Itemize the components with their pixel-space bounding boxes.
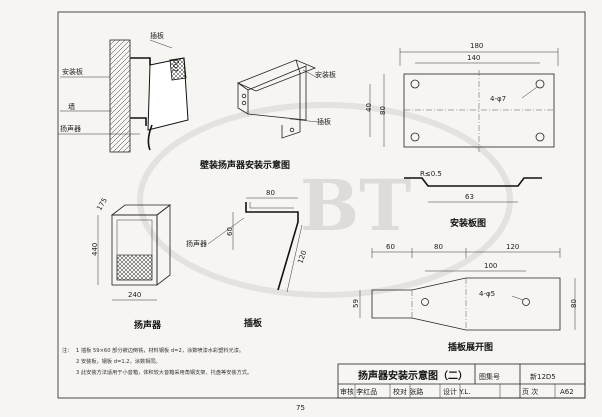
label-insert-plate: 插板: [150, 31, 164, 40]
svg-text:BT: BT: [300, 164, 411, 247]
atlas-number: 新12D5: [530, 372, 556, 381]
label-mounting-plate: 安装板: [62, 67, 83, 76]
page-code: A62: [560, 388, 574, 396]
label-hole-spec-plan: 4-φ7: [490, 95, 506, 103]
caption-wall-mount: 壁装扬声器安装示意图: [200, 159, 290, 171]
dim-speaker-depth: 175: [95, 196, 109, 212]
label-speaker: 扬声器: [60, 124, 81, 133]
note-1: 1 插板 59×60 部分被边倒铣，材料钢板 d=2，涂数喷漆水彩塑料光漆。: [76, 346, 244, 354]
unfolded-outline: [371, 277, 561, 331]
label-insert-plate-detail: 扬声器: [186, 239, 207, 248]
wall-mount-view: 100 安装板 墙 扬声器 插板: [58, 31, 189, 153]
dim-speaker-height: 440: [91, 243, 99, 256]
dim-insert-side: 60: [226, 227, 234, 236]
mounting-plate-bottom: [130, 117, 147, 126]
check-label: 校对 张路: [393, 387, 423, 396]
caption-plate: 安装板图: [450, 217, 486, 229]
dim-hole-spacing: 140: [467, 54, 480, 62]
drawing-frame: [57, 11, 586, 399]
label-bend-radius: R≤0.5: [420, 170, 442, 178]
notes-heading: 注：: [62, 346, 72, 354]
dim-insert-slant: 120: [296, 249, 308, 264]
plate-plan-view: 180 140 4-φ7 40 80: [365, 42, 559, 152]
isometric-view: 安装板 插板: [236, 59, 336, 139]
insert-plate-curve: [147, 124, 153, 151]
dim-plate-height: 80: [379, 106, 387, 115]
caption-unfolded: 插板展开图: [448, 341, 493, 353]
label-wall: 墙: [68, 102, 75, 111]
dim-plate-width: 180: [470, 42, 483, 50]
speaker-grille-front: [116, 254, 153, 281]
dim-unfold-60: 60: [386, 243, 395, 251]
label-iso-insert-plate: 插板: [317, 117, 331, 126]
speaker-view: 440 240 175: [91, 196, 172, 301]
dim-100-label: 100: [171, 59, 181, 74]
title-block: 扬声器安装示意图（二） 图集号 新12D5 审核 李红品 校对 张路 设计 Y.…: [337, 363, 586, 399]
page-label: 页 次: [522, 387, 538, 396]
atlas-number-label: 图集号: [479, 372, 500, 381]
caption-speaker: 扬声器: [134, 319, 162, 331]
note-2: 2 安装板，钢板 d=1.2，涂数相同。: [76, 357, 161, 365]
drawing-title: 扬声器安装示意图（二）: [358, 369, 468, 382]
label-hole-spec-unfold: 4-φ5: [479, 290, 495, 298]
dim-insert-top: 80: [266, 189, 275, 197]
dim-unfold-59: 59: [352, 299, 360, 308]
dim-hole-vertical: 40: [365, 103, 373, 112]
dim-unfold-80: 80: [434, 243, 443, 251]
dim-speaker-width: 240: [128, 291, 141, 299]
label-iso-mounting-plate: 安装板: [315, 70, 336, 79]
plate-section-view: R≤0.5 63: [404, 170, 542, 203]
insert-unfolded-view: 60 80 120 100 4-φ5 59 80: [352, 243, 578, 331]
design-label: 设计 Y.L.: [443, 387, 470, 396]
caption-insert-plate: 插板: [244, 317, 263, 329]
page-number: 75: [296, 404, 305, 412]
speaker-grille: [169, 57, 187, 81]
insert-plate-view: 80 60 120 扬声器: [186, 189, 308, 293]
wall-section: [109, 39, 131, 153]
dim-unfold-80-vertical: 80: [570, 299, 578, 308]
dim-unfold-100: 100: [484, 262, 497, 270]
dim-section-63: 63: [465, 193, 474, 201]
note-3: 3 此安装方法适用于小音箱，体积较大音箱采用角钢支架、托盘等安装方式。: [76, 368, 252, 376]
dim-unfold-120: 120: [506, 243, 519, 251]
notes-block: 注： 1 插板 59×60 部分被边倒铣，材料钢板 d=2，涂数喷漆水彩塑料光漆…: [62, 346, 252, 376]
watermark: BT: [137, 102, 513, 298]
review-label: 审核 李红品: [340, 387, 377, 396]
